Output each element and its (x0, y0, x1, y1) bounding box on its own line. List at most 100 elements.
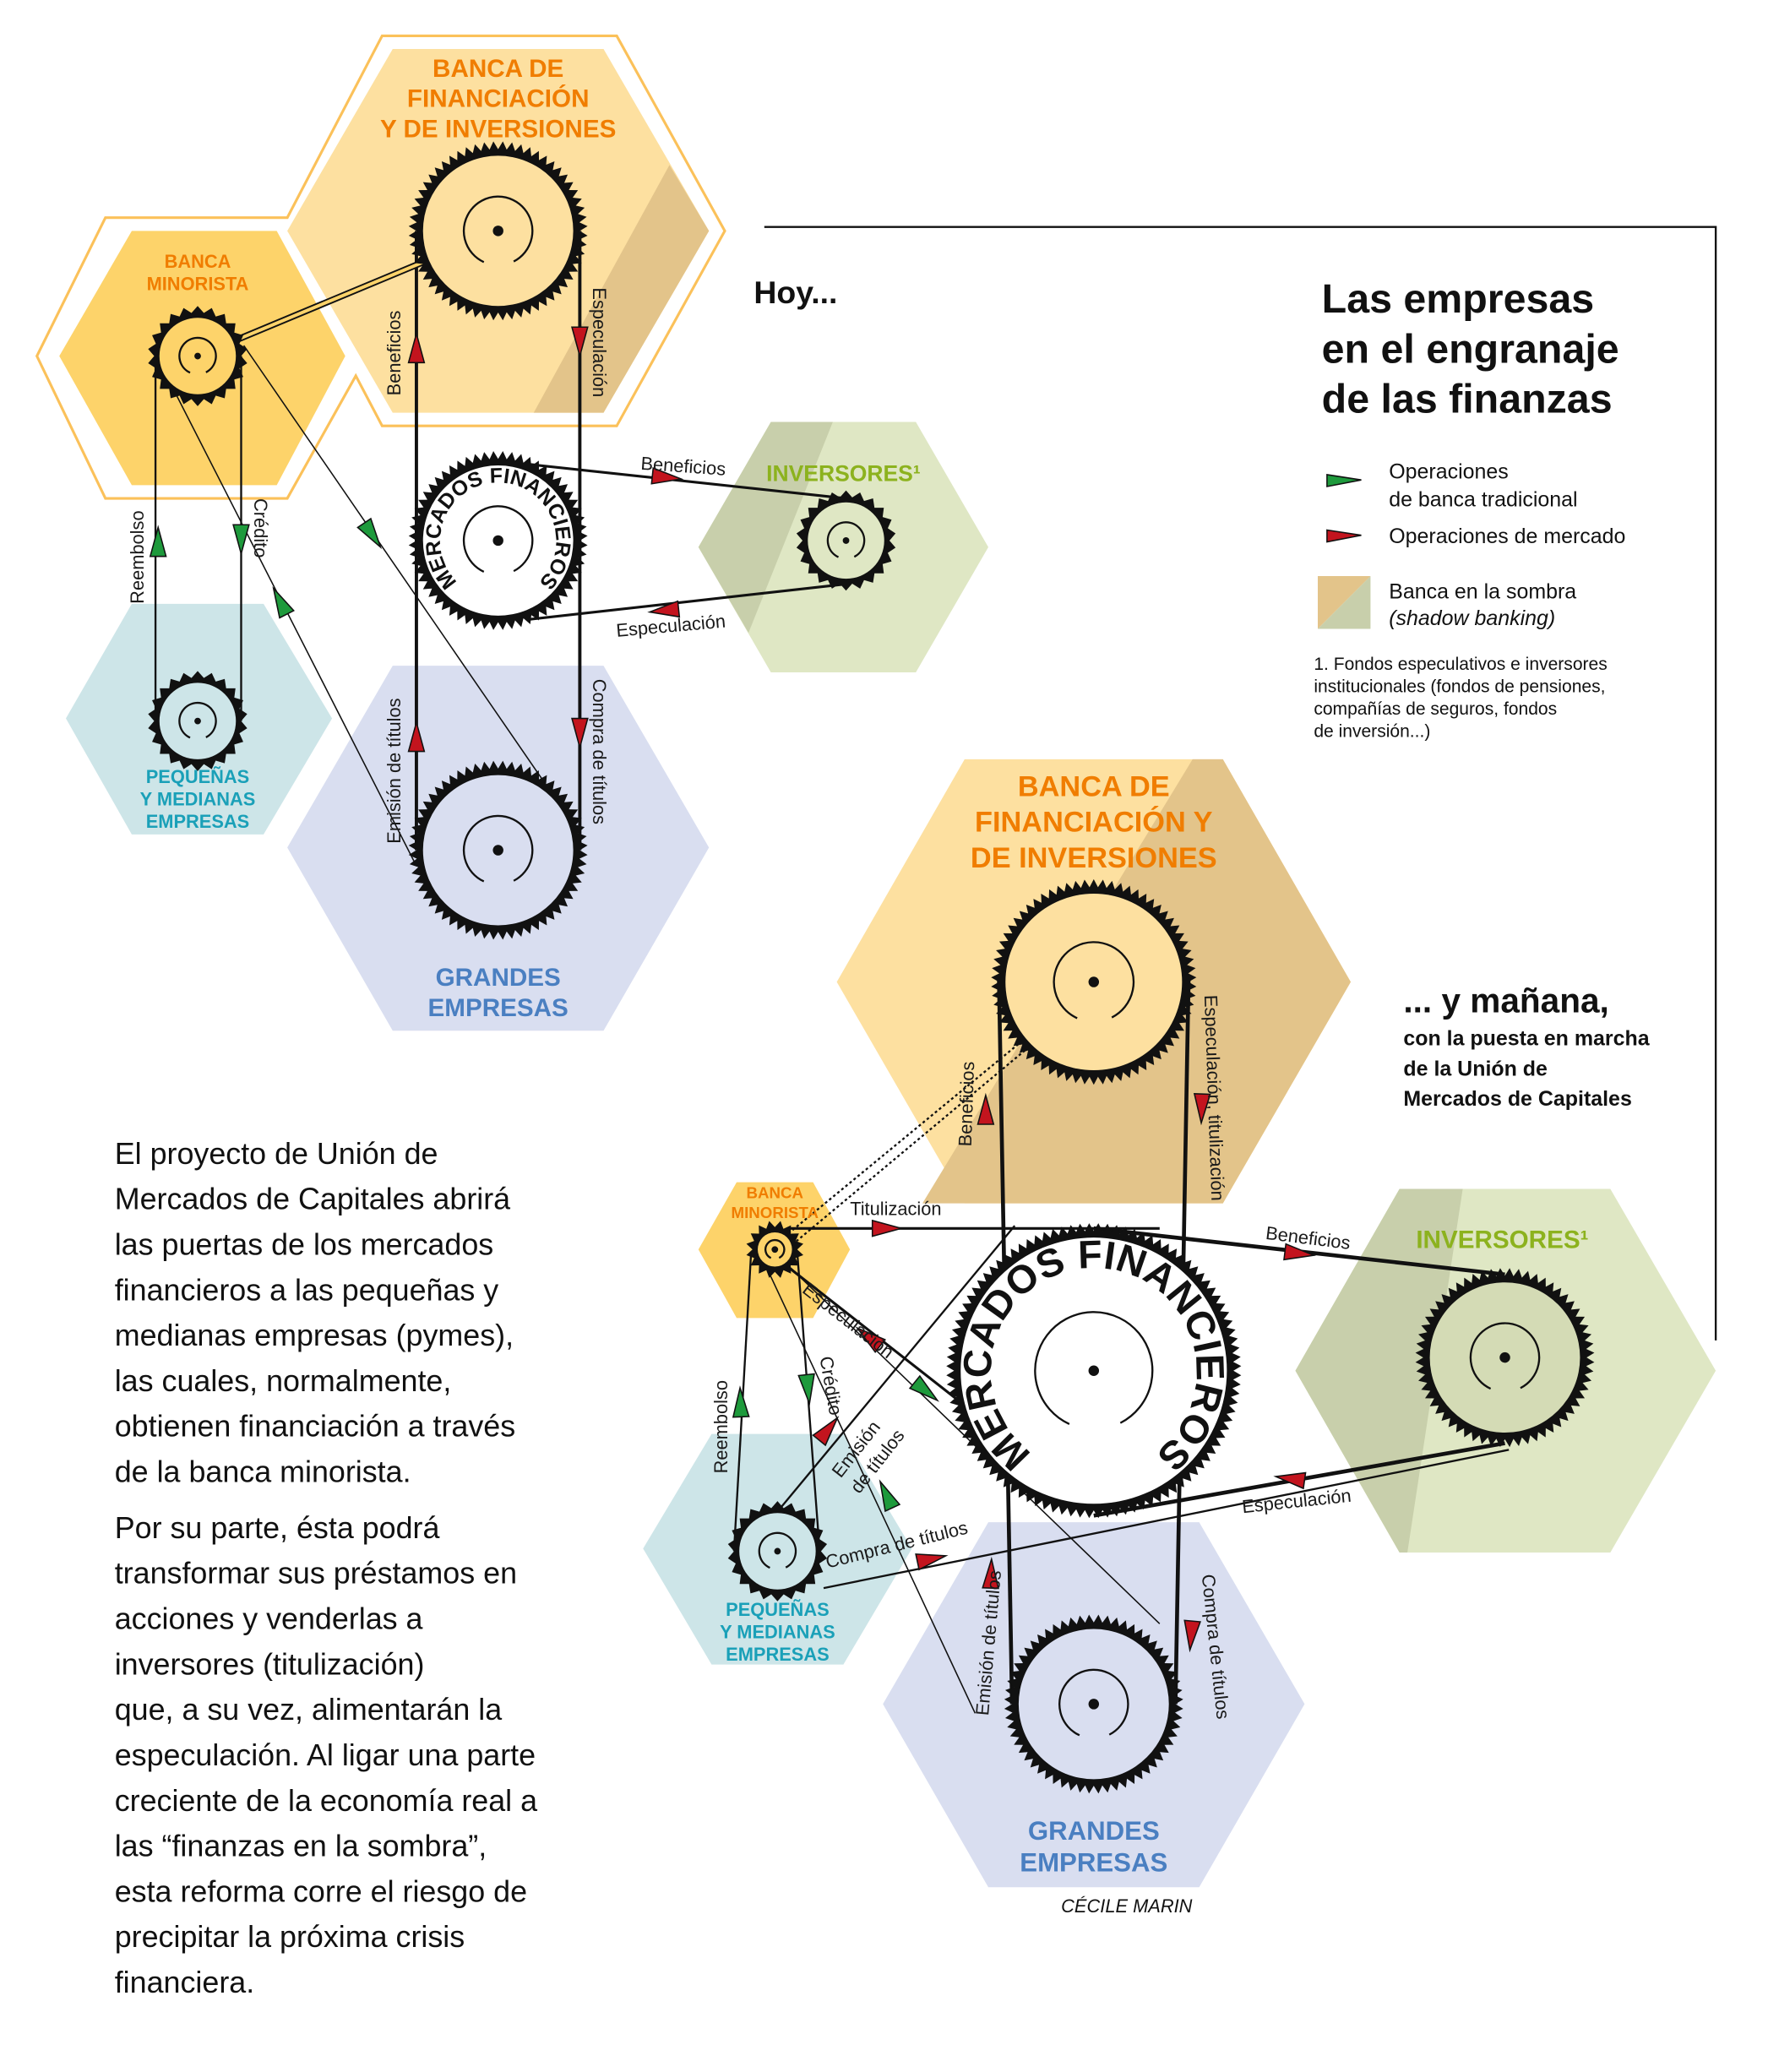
traditional-arrow-icon (797, 1373, 815, 1406)
flow-label: Beneficios (955, 1061, 979, 1147)
bottom-sme-gear (727, 1501, 828, 1602)
subtitle-line: con la puesta en marcha (1403, 1026, 1650, 1050)
flow-label: Compra de títulos (589, 679, 610, 824)
gear-center-dot (194, 717, 201, 725)
footnote-line: compañías de seguros, fondos (1314, 699, 1557, 719)
bottom-markets-gear (946, 1223, 1242, 1519)
gear-center-dot (1499, 1351, 1510, 1363)
gear-center-dot (1088, 976, 1100, 987)
legend-text: Banca en la sombra (1389, 580, 1576, 604)
body-line: precipitar la próxima crisis (115, 1920, 465, 1954)
footnote-line: institucionales (fondos de pensiones, (1314, 677, 1605, 696)
gear-center-dot (1088, 1365, 1100, 1376)
shadow-top-investment-bank (533, 165, 710, 413)
market-arrow-icon (871, 1219, 905, 1237)
bottom-retail-bank-gear (746, 1221, 803, 1278)
subtitle-line: de la Unión de (1403, 1057, 1548, 1080)
body-line: de la banca minorista. (115, 1455, 411, 1489)
top-investors-label: INVERSORES¹ (766, 461, 921, 487)
flow-label: Emisión de títulos (384, 698, 405, 843)
top-investors-gear (796, 490, 896, 591)
rotation-arrow-icon (758, 1531, 797, 1569)
label-line: EMPRESAS (1020, 1848, 1167, 1878)
flow-label: Especulación (798, 1278, 898, 1362)
market-arrow-icon (647, 600, 681, 618)
gear-center-dot (774, 1547, 781, 1555)
top-investment-bank-label: BANCA DE FINANCIACIÓN Y DE INVERSIONES (380, 55, 616, 144)
flow-label: Titulización (850, 1199, 941, 1220)
traditional-arrow-icon (149, 525, 167, 557)
flow-label: Reembolso (127, 510, 148, 603)
rotation-arrow-icon (1469, 1322, 1541, 1390)
legend-text: (shadow banking) (1389, 606, 1555, 630)
gear-center-dot (1088, 1699, 1100, 1710)
market-arrow-icon (1193, 1093, 1211, 1126)
rotation-arrow-icon (178, 336, 217, 374)
rotation-arrow-icon (178, 701, 217, 739)
rotation-arrow-icon (1053, 941, 1135, 1020)
label-line: FINANCIACIÓN (407, 84, 590, 113)
label-line: PEQUEÑAS (146, 766, 250, 787)
body-line: que, a su vez, alimentarán la (115, 1693, 503, 1727)
title-line: en el engranaje (1322, 326, 1619, 372)
label-line: PEQUEÑAS (726, 1599, 830, 1620)
shadow-top-investors (698, 421, 833, 634)
red-arrow-icon (1326, 529, 1362, 543)
body-line: esta reforma corre el riesgo de (115, 1874, 527, 1908)
label-line: GRANDES (1028, 1816, 1160, 1846)
bottom-retail-bank-label: BANCA MINORISTA (731, 1183, 819, 1221)
flow-label: Crédito (250, 498, 271, 557)
label-line: EMPRESAS (146, 811, 250, 832)
top-retail-bank-label: BANCA MINORISTA (147, 251, 249, 295)
traditional-arrow-icon (232, 524, 250, 557)
body-line: financieros a las pequeñas y (115, 1273, 499, 1307)
flow-label: Especulación (615, 611, 726, 641)
traditional-arrow-icon (732, 1385, 750, 1418)
market-arrow-icon (407, 331, 426, 364)
bottom-large-gear (1004, 1614, 1183, 1794)
legend-text: Operaciones de mercado (1389, 525, 1625, 548)
market-arrow-icon (1183, 1619, 1202, 1653)
body-line: El proyecto de Unión de (115, 1137, 438, 1171)
legend-text: Operaciones (1389, 460, 1508, 484)
frame-line (764, 226, 1717, 1341)
body-text: El proyecto de Unión de Mercados de Capit… (115, 1137, 537, 1999)
market-arrow-icon (982, 1556, 999, 1590)
label-line: Y DE INVERSIONES (380, 116, 616, 144)
market-arrow-icon (855, 1326, 886, 1354)
body-line: inversores (titulización) (115, 1647, 425, 1681)
footnote-line: de inversión...) (1314, 721, 1430, 741)
body-line: Mercados de Capitales abrirá (115, 1183, 510, 1216)
gear-center-dot (771, 1246, 779, 1254)
bottom-sme-label: PEQUEÑAS Y MEDIANAS EMPRESAS (720, 1599, 835, 1665)
footnote-line: 1. Fondos especulativos e inversores (1314, 655, 1607, 674)
label-line: BANCA (747, 1183, 804, 1201)
label-line: BANCA (165, 251, 231, 272)
traditional-arrow-icon (356, 517, 383, 550)
market-arrow-icon (977, 1092, 995, 1125)
bottom-investors-label: INVERSORES¹ (1416, 1226, 1588, 1254)
gear-center-dot (842, 537, 850, 544)
traditional-arrow-icon (272, 585, 295, 619)
title-line: de las finanzas (1322, 377, 1613, 422)
body-line: obtienen financiación a través (115, 1410, 515, 1444)
flow-label: Beneficios (384, 311, 405, 396)
body-line: transformar sus préstamos en (115, 1557, 517, 1591)
rotation-arrow-icon (462, 505, 534, 573)
flow-label: Especulación (1241, 1485, 1352, 1517)
top-retail-bank-gear (148, 306, 248, 406)
rotation-arrow-icon (462, 814, 534, 883)
legend-text: de banca tradicional (1389, 487, 1577, 511)
top-investment-bank-gear (408, 141, 588, 321)
body-line: las “finanzas en la sombra”, (115, 1830, 487, 1863)
shadow-bot-investors (1295, 1188, 1463, 1553)
today-label: Hoy... (753, 275, 837, 310)
label-line: BANCA DE (1018, 771, 1170, 803)
market-arrow-icon (812, 1416, 840, 1447)
traditional-arrow-icon (908, 1374, 939, 1402)
bottom-investors-gear (1415, 1268, 1595, 1448)
label-line: Y MEDIANAS (720, 1621, 835, 1642)
top-large-gear (408, 760, 588, 940)
body-line: Por su parte, ésta podrá (115, 1511, 440, 1545)
